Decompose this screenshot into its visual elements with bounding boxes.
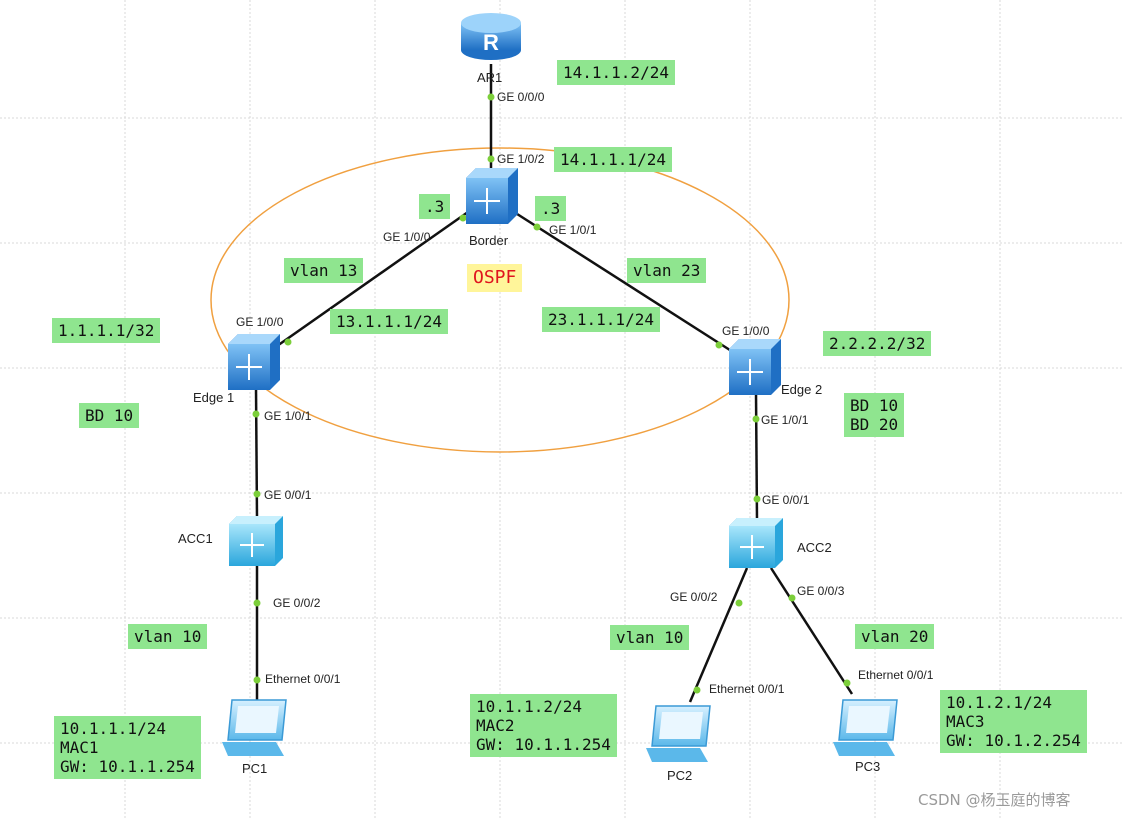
ospf-area-ring [210, 147, 790, 453]
device-label-edge1: Edge 1 [193, 390, 235, 405]
ospf-area-label: OSPF [467, 264, 523, 292]
svg-text:R: R [483, 30, 499, 55]
tag-border-dot3-right: .3 [535, 196, 567, 221]
tag-vlan23: vlan 23 [627, 258, 707, 283]
tag-border-ip: 14.1.1.1/24 [554, 147, 672, 172]
link-acc2-pc2 [688, 567, 749, 703]
switch-acc1-icon[interactable] [229, 516, 283, 566]
link-acc2-pc3 [769, 567, 854, 695]
switch-edge1-icon[interactable] [228, 334, 280, 390]
port-label-border-ge102: GE 1/0/2 [497, 152, 545, 166]
tag-pc2-info: 10.1.1.2/24 MAC2 GW: 10.1.1.254 [470, 694, 617, 757]
port-label-acc2-ge001: GE 0/0/1 [762, 493, 810, 507]
router-ar1-icon[interactable]: R [461, 13, 521, 60]
link-border-edge2 [513, 210, 734, 354]
port-label-acc2-ge003: GE 0/0/3 [797, 584, 845, 598]
tag-pc3-info: 10.1.2.1/24 MAC3 GW: 10.1.2.254 [940, 690, 1087, 753]
port-dots [252, 93, 851, 694]
tag-edge1-loopback: 1.1.1.1/32 [52, 318, 161, 343]
device-label-ar1: AR1 [477, 70, 503, 85]
switch-edge2-icon[interactable] [729, 339, 781, 395]
link-edge1-acc1 [254, 387, 259, 520]
tag-pc1-info: 10.1.1.1/24 MAC1 GW: 10.1.1.254 [54, 716, 201, 779]
port-label-acc1-ge002: GE 0/0/2 [273, 596, 321, 610]
tag-vlan13: vlan 13 [284, 258, 364, 283]
device-label-pc1: PC1 [242, 761, 268, 776]
port-label-pc2-eth: Ethernet 0/0/1 [709, 682, 785, 696]
tag-vlan10-right: vlan 10 [610, 625, 690, 650]
tag-ar1-ip: 14.1.1.2/24 [557, 60, 675, 85]
pc2-icon[interactable] [646, 705, 711, 762]
switch-border-icon[interactable] [466, 168, 518, 224]
port-label-acc1-ge001: GE 0/0/1 [264, 488, 312, 502]
tag-border-dot3-left: .3 [419, 194, 451, 219]
tag-ip13: 13.1.1.1/24 [330, 309, 448, 334]
tag-edge2-bd: BD 10 BD 20 [844, 393, 905, 437]
port-label-border-ge101: GE 1/0/1 [549, 223, 597, 237]
device-label-acc2: ACC2 [797, 540, 832, 555]
port-label-edge2-ge100: GE 1/0/0 [722, 324, 770, 338]
device-label-acc1: ACC1 [178, 531, 213, 546]
tag-vlan20: vlan 20 [855, 624, 935, 649]
port-label-pc3-eth: Ethernet 0/0/1 [858, 668, 934, 682]
tag-vlan10-left: vlan 10 [128, 624, 208, 649]
device-label-pc2: PC2 [667, 768, 693, 783]
switch-acc2-icon[interactable] [729, 518, 783, 568]
port-label-pc1-eth: Ethernet 0/0/1 [265, 672, 341, 686]
pc1-icon[interactable] [222, 699, 287, 756]
device-label-edge2: Edge 2 [781, 382, 823, 397]
port-label-ar1-ge000: GE 0/0/0 [497, 90, 545, 104]
tag-ip23: 23.1.1.1/24 [542, 307, 660, 332]
port-label-edge1-ge101: GE 1/0/1 [264, 409, 312, 423]
device-label-border: Border [469, 233, 509, 248]
port-label-edge1-ge100: GE 1/0/0 [236, 315, 284, 329]
links [254, 64, 854, 703]
tag-edge2-loopback: 2.2.2.2/32 [823, 331, 932, 356]
pc3-icon[interactable] [833, 699, 898, 756]
port-label-acc2-ge002: GE 0/0/2 [670, 590, 718, 604]
port-label-edge2-ge101: GE 1/0/1 [761, 413, 809, 427]
port-label-border-ge100: GE 1/0/0 [383, 230, 431, 244]
tag-edge1-bd: BD 10 [79, 403, 140, 428]
device-label-pc3: PC3 [855, 759, 881, 774]
csdn-watermark: CSDN @杨玉庭的博客 [918, 791, 1071, 809]
link-border-edge1 [276, 210, 469, 348]
